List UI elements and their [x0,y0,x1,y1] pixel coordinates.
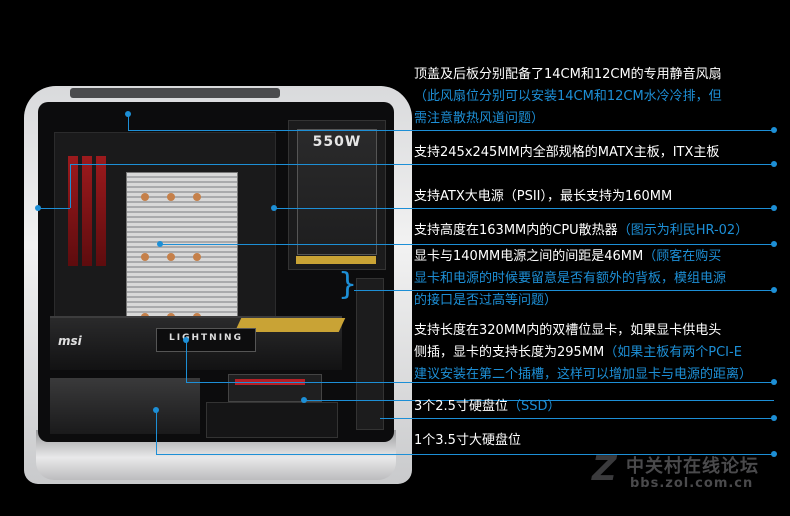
note-gap-line3: 的接口是否过高等问题） [414,293,558,308]
callout-line-gpu [186,382,774,383]
callout-dot-ssd [771,415,777,421]
callout-line-hdd [156,410,157,454]
ram-stick [82,156,92,266]
ssd [228,374,322,402]
watermark-title: 中关村在线论坛 [626,456,759,477]
callout-dot-psu [271,205,277,211]
callout-dot-gpu [771,379,777,385]
callout-dot-motherboard [771,161,777,167]
note-fans-line2: （此风扇位分别可以安装14CM和12CM水冷冷排，但 [414,89,722,104]
drive-cage [206,402,338,438]
note-hdd-bays: 1个3.5寸大硬盘位 [414,430,784,452]
note-power-supply-text: 支持ATX大电源（PSII），最长支持为160MM [414,189,673,204]
top-vent [70,88,280,98]
note-ssd-bays: 3个2.5寸硬盘位（SSD） [414,396,784,418]
note-ssd-text: 3个2.5寸硬盘位 [414,399,508,414]
callout-dot-hdd [153,407,159,413]
zol-logo-icon: Z [592,449,617,489]
psu-label: 550W [297,129,377,255]
callout-dot-hdd [771,451,777,457]
callout-line-gap [354,290,774,291]
callout-line-fans [128,130,774,131]
note-cpu-cooler: 支持高度在163MM内的CPU散热器（图示为利民HR-02） [414,220,784,242]
note-gpu-line2-white: 侧插，显卡的支持长度为295MM [414,345,605,360]
callout-dot-psu [771,205,777,211]
callout-dot-motherboard [35,205,41,211]
heatpipe [141,193,149,201]
callout-line-psu [274,208,774,209]
heatpipe [167,193,175,201]
power-supply: 550W [288,120,386,270]
gpu-brand-logo: msi [58,334,82,348]
callout-dot-fans [125,111,131,117]
callout-dot-cpu-cooler [157,241,163,247]
note-gap-line1-white: 显卡与140MM电源之间的间距是46MM [414,249,644,264]
hdd-bay [50,378,200,434]
ram-stick [68,156,78,266]
heatpipe [193,193,201,201]
gpu-plate: LIGHTNING [156,328,256,352]
note-gpu-psu-gap: 显卡与140MM电源之间的间距是46MM（顾客在购买 显卡和电源的时候要留意是否… [414,246,784,312]
note-power-supply: 支持ATX大电源（PSII），最长支持为160MM [414,186,784,208]
side-bay [356,278,384,430]
callout-line-ssd [380,418,774,419]
callout-dot-cpu-cooler [771,241,777,247]
note-ssd-highlight: （SSD） [507,399,561,414]
callout-line-cpu-cooler [160,244,774,245]
callout-line-hdd [156,454,774,455]
ram-stick [96,156,106,266]
callout-line-motherboard [70,164,774,165]
callout-line-motherboard [70,164,71,208]
heatpipe [141,253,149,261]
note-graphics-card: 支持长度在320MM内的双槽位显卡，如果显卡供电头 侧插，显卡的支持长度为295… [414,320,784,386]
note-gpu-line2-blue: （如果主板有两个PCI-E [604,345,742,360]
note-fans-line3: 需注意散热风道问题） [414,111,545,126]
callout-line-motherboard [38,208,70,209]
note-hdd-text: 1个3.5寸大硬盘位 [414,433,521,448]
note-fans: 顶盖及后板分别配备了14CM和12CM的专用静音风扇 （此风扇位分别可以安装14… [414,64,784,130]
heatpipe [167,253,175,261]
note-gap-line2: 显卡和电源的时候要留意是否有额外的背板，模组电源 [414,271,727,286]
callout-dot-fans [771,127,777,133]
callout-dot-ssd [301,397,307,403]
gpu-model-text: LIGHTNING [169,333,243,343]
note-gap-line1-blue: （顾客在购买 [643,249,722,264]
heatpipe [193,253,201,261]
note-fans-line1: 顶盖及后板分别配备了14CM和12CM的专用静音风扇 [414,67,722,82]
callout-dot-gpu [183,337,189,343]
gap-bracket: } [338,267,358,302]
psu-wattage: 550W [312,134,362,150]
callout-line-fans [128,114,129,130]
note-cpu-cooler-text: 支持高度在163MM内的CPU散热器 [414,223,618,238]
note-gpu-line1: 支持长度在320MM内的双槽位显卡，如果显卡供电头 [414,323,722,338]
note-cpu-cooler-highlight: （图示为利民HR-02） [617,223,749,238]
callout-line-gpu [186,340,187,382]
callout-line-ssd [304,400,774,401]
callout-dot-gap [771,287,777,293]
note-motherboard-text: 支持245x245MM内全部规格的MATX主板，ITX主板 [414,145,720,160]
watermark-url: bbs.zol.com.cn [630,476,754,491]
note-gpu-line3: 建议安装在第二个插槽，这样可以增加显卡与电源的距离） [414,367,753,382]
note-motherboard: 支持245x245MM内全部规格的MATX主板，ITX主板 [414,142,784,164]
psu-stripe [296,256,376,264]
